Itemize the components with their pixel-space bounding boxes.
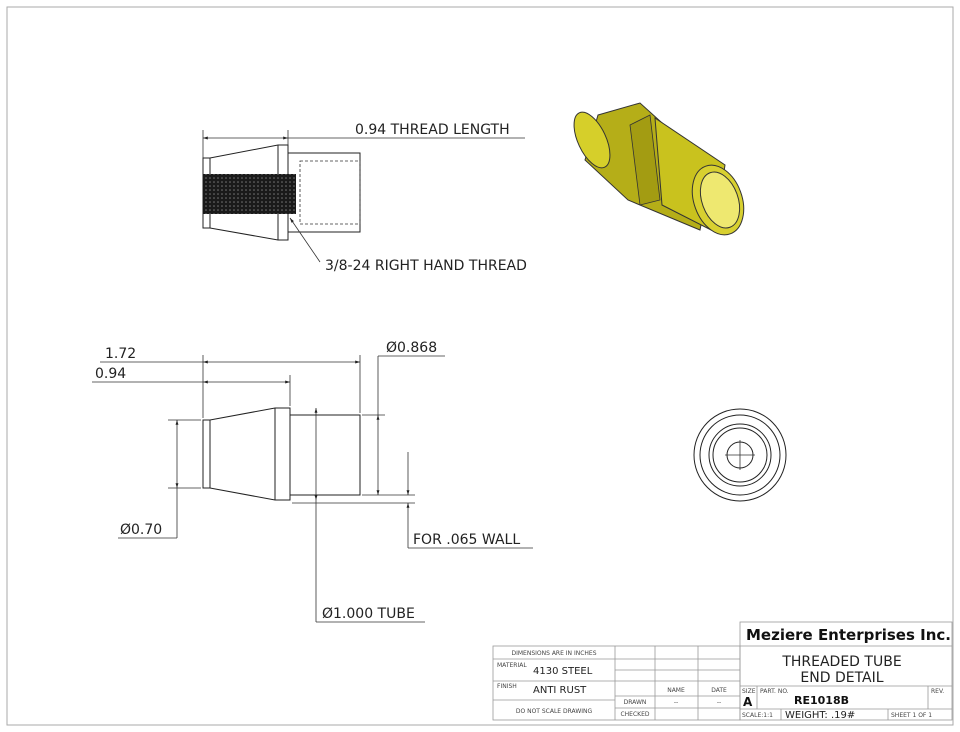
overall-length-label: 1.72	[105, 346, 136, 362]
finish-value: ANTI RUST	[533, 685, 587, 696]
weight-value: WEIGHT: .19#	[785, 710, 855, 721]
sheet-value: SHEET 1 OF 1	[891, 712, 932, 719]
no-scale-note: DO NOT SCALE DRAWING	[516, 708, 593, 715]
band-diameter-label: Ø0.868	[386, 340, 437, 356]
finish-label: FINISH	[497, 683, 517, 690]
units-note: DIMENSIONS ARE IN INCHES	[511, 650, 596, 657]
size-value: A	[743, 695, 753, 709]
thread-hatch	[203, 174, 296, 214]
end-view	[693, 408, 787, 502]
isometric-part-view	[573, 102, 745, 236]
thread-spec-label: 3/8-24 RIGHT HAND THREAD	[325, 258, 527, 274]
front-diameter-label: Ø0.70	[120, 522, 162, 538]
material-value: 4130 STEEL	[533, 666, 593, 677]
thread-length-label: 0.94 THREAD LENGTH	[355, 122, 510, 138]
drawn-date: --	[717, 699, 721, 706]
date-header: DATE	[711, 687, 727, 694]
side-view-dimensioned: 1.72 0.94 Ø0.868 Ø0.70 FOR .065 WALL Ø1.…	[92, 340, 533, 623]
title-block: Meziere Enterprises Inc. THREADED TUBE E…	[492, 621, 953, 721]
title-line-2: END DETAIL	[800, 670, 883, 686]
title-line-1: THREADED TUBE	[781, 654, 901, 670]
name-header: NAME	[667, 687, 685, 694]
company-name: Meziere Enterprises Inc.	[746, 626, 951, 644]
checked-label: CHECKED	[620, 711, 649, 718]
part-no-label: PART. NO.	[760, 688, 789, 695]
material-label: MATERIAL	[497, 662, 527, 669]
wall-note-label: FOR .065 WALL	[413, 532, 520, 548]
part-no-value: RE1018B	[794, 694, 849, 707]
drawn-label: DRAWN	[624, 699, 647, 706]
tube-diameter-label: Ø1.000 TUBE	[322, 606, 415, 622]
side-view-threaded: 0.94 THREAD LENGTH 3/8-24 RIGHT HAND THR…	[202, 122, 527, 274]
size-label: SIZE	[742, 688, 756, 695]
sheet-border	[6, 6, 954, 726]
cone-length-label: 0.94	[95, 366, 126, 382]
drawn-name: --	[674, 699, 678, 706]
scale-value: SCALE:1:1	[742, 712, 773, 719]
rev-label: REV.	[931, 688, 944, 695]
